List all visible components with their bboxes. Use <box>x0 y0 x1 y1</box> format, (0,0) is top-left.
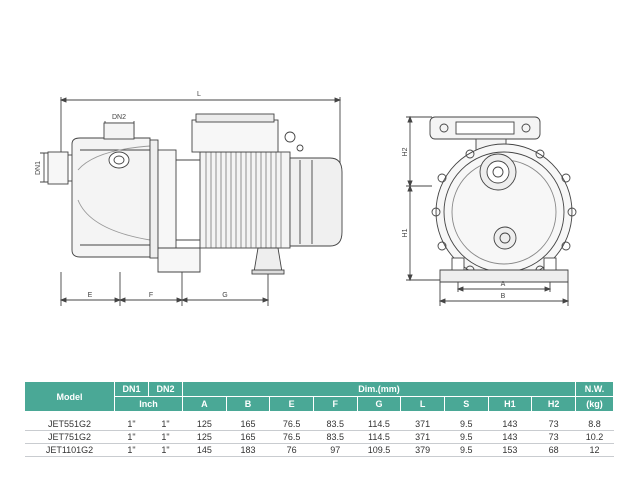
header-inch: Inch <box>114 396 183 412</box>
dim-label-b: B <box>501 293 506 300</box>
cell-b: 165 <box>226 418 270 431</box>
cell-f: 83.5 <box>313 430 358 444</box>
cell-b: 183 <box>226 443 270 457</box>
cell-dn1: 1" <box>114 443 149 457</box>
cell-l: 371 <box>400 430 445 444</box>
header-col-g: G <box>356 396 402 412</box>
header-col-l: L <box>400 396 445 412</box>
cell-a: 125 <box>182 430 227 444</box>
table-row: JET1101G2 1" 1" 145 183 76 97 109.5 379 … <box>24 443 614 457</box>
cell-b: 165 <box>226 430 270 444</box>
cell-s: 9.5 <box>444 430 489 444</box>
cell-g: 114.5 <box>357 418 401 431</box>
dim-label-l: L <box>197 91 201 98</box>
cell-dn2: 1" <box>148 418 183 431</box>
header-col-b: B <box>225 396 271 412</box>
cell-model: JET751G2 <box>24 430 115 444</box>
cell-g: 109.5 <box>357 443 401 457</box>
cell-dn2: 1" <box>148 430 183 444</box>
cell-f: 97 <box>313 443 358 457</box>
header-nw: N.W. <box>575 381 614 397</box>
header-col-a: A <box>182 396 227 412</box>
table-row: JET551G2 1" 1" 125 165 76.5 83.5 114.5 3… <box>24 418 614 431</box>
cell-f: 83.5 <box>313 418 358 431</box>
cell-l: 371 <box>400 418 445 431</box>
cell-model: JET551G2 <box>24 418 115 431</box>
dim-label-h2: H2 <box>402 147 409 156</box>
dim-label-f: F <box>149 292 153 299</box>
pump-dimension-drawing: L DN2 DN1 E F G H2 H1 A B <box>35 91 577 306</box>
cell-nw: 12 <box>575 443 614 457</box>
cell-a: 125 <box>182 418 227 431</box>
cell-h1: 143 <box>488 418 532 431</box>
header-col-h1: H1 <box>487 396 533 412</box>
header-model: Model <box>24 381 115 412</box>
header-col-s: S <box>443 396 489 412</box>
dim-label-a: A <box>501 281 506 288</box>
dim-label-e: E <box>88 292 93 299</box>
dim-label-dn2: DN2 <box>112 114 126 121</box>
header-dn2: DN2 <box>148 381 183 397</box>
header-col-e: E <box>269 396 314 412</box>
cell-h2: 68 <box>531 443 576 457</box>
cell-h1: 143 <box>488 430 532 444</box>
pump-side-view <box>40 97 343 306</box>
cell-a: 145 <box>182 443 227 457</box>
cell-model: JET1101G2 <box>24 443 115 457</box>
cell-dn1: 1" <box>114 430 149 444</box>
cell-l: 379 <box>400 443 445 457</box>
header-dim: Dim.(mm) <box>182 381 576 397</box>
dim-label-dn1: DN1 <box>35 161 42 175</box>
cell-h1: 153 <box>488 443 532 457</box>
cell-s: 9.5 <box>444 443 489 457</box>
cell-h2: 73 <box>531 418 576 431</box>
cell-h2: 73 <box>531 430 576 444</box>
dim-label-h1: H1 <box>402 228 409 237</box>
header-col-h2: H2 <box>531 396 576 412</box>
spec-table: Model DN1 DN2 Dim.(mm) N.W. Inch A B E F… <box>24 381 614 457</box>
header-col-f: F <box>312 396 358 412</box>
table-row: JET751G2 1" 1" 125 165 76.5 83.5 114.5 3… <box>24 430 614 444</box>
cell-nw: 8.8 <box>575 418 614 431</box>
cell-g: 114.5 <box>357 430 401 444</box>
cell-e: 76 <box>269 443 314 457</box>
pump-front-view <box>406 115 577 306</box>
header-dn1: DN1 <box>114 381 149 397</box>
dim-label-g: G <box>222 292 227 299</box>
cell-s: 9.5 <box>444 418 489 431</box>
cell-e: 76.5 <box>269 430 314 444</box>
cell-dn2: 1" <box>148 443 183 457</box>
header-kg: (kg) <box>575 396 614 412</box>
cell-dn1: 1" <box>114 418 149 431</box>
cell-nw: 10.2 <box>575 430 614 444</box>
cell-e: 76.5 <box>269 418 314 431</box>
